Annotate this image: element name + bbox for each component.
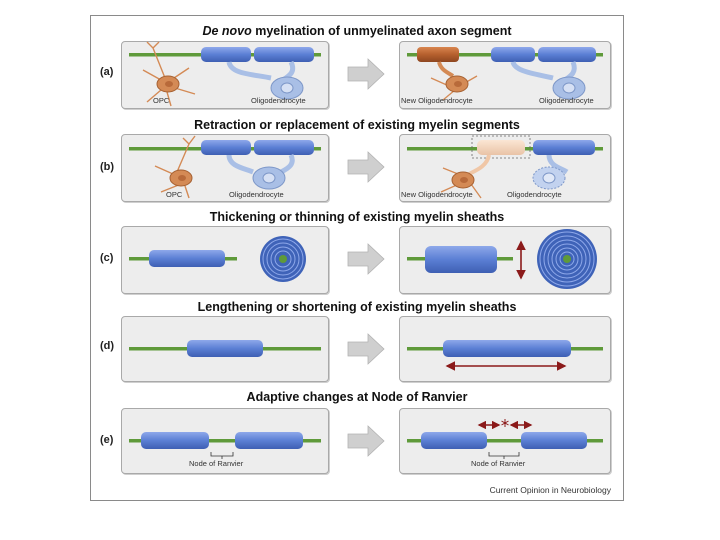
panel-d-before-drawing [129, 340, 321, 357]
myelin-sheath [201, 140, 251, 155]
myelin-sheath [538, 47, 596, 62]
panel-a-before-drawing [129, 41, 321, 107]
node-bracket [488, 452, 520, 459]
myelin-sheath [533, 140, 595, 155]
oligodendrocyte-label: Oligodendrocyte [539, 96, 594, 105]
panel-b-title: Retraction or replacement of existing my… [194, 118, 520, 132]
panel-d-after-drawing [407, 340, 603, 371]
panel-c-after-drawing [407, 229, 597, 289]
panel-c-label: (c) [100, 252, 114, 264]
panel-a-title: De novo myelination of unmyelinated axon… [202, 24, 512, 38]
panel-e-after-drawing [407, 419, 603, 459]
panel-a-label: (a) [100, 66, 114, 78]
journal-credit: Current Opinion in Neurobiology [489, 485, 611, 495]
panel-d-label: (d) [100, 340, 115, 352]
axon [129, 439, 321, 443]
myelin-cross-section [260, 236, 306, 282]
opc-label: OPC [153, 96, 170, 105]
myelin-sheath [254, 47, 314, 62]
panel-e-before-drawing [129, 432, 321, 459]
panel-e-transition-arrow [347, 425, 385, 457]
oligodendrocyte-label: Oligodendrocyte [507, 190, 562, 199]
oligodendrocyte-label: Oligodendrocyte [229, 190, 284, 199]
lengthened-myelin-sheath [443, 340, 571, 357]
myelin-sheath [141, 432, 209, 449]
node-bracket [210, 452, 234, 459]
panel-c-before-drawing [129, 236, 306, 282]
panel-c-transition-arrow [347, 243, 385, 275]
panel-b-transition-arrow [347, 151, 385, 183]
myelin-sheath [235, 432, 303, 449]
retracting-myelin-sheath [477, 140, 525, 155]
node-of-ranvier-label: Node of Ranvier [471, 459, 526, 468]
myelin-sheath [521, 432, 587, 449]
panel-e-label: (e) [100, 434, 114, 446]
panel-a-transition-arrow [347, 58, 385, 90]
panel-d-title: Lengthening or shortening of existing my… [197, 300, 517, 314]
panel-d-transition-arrow [347, 333, 385, 365]
figure: De novo myelination of unmyelinated axon… [90, 15, 624, 501]
myelin-sheath [254, 140, 314, 155]
panel-a-after-drawing [407, 47, 603, 101]
new-oligodendrocyte-label: New Oligodendrocyte [401, 96, 473, 105]
node-asterisk [501, 419, 509, 427]
myelin-cross-section-thick [537, 229, 597, 289]
myelin-sheath [187, 340, 263, 357]
diagram-drawing [129, 41, 603, 459]
myelin-sheath [421, 432, 487, 449]
new-oligodendrocyte-label: New Oligodendrocyte [401, 190, 473, 199]
panel-c-title: Thickening or thinning of existing myeli… [209, 210, 505, 224]
thickened-myelin-sheath [425, 246, 497, 273]
new-myelin-sheath [417, 47, 459, 62]
node-of-ranvier-label: Node of Ranvier [189, 459, 244, 468]
myelin-sheath [149, 250, 225, 267]
panel-e-title: Adaptive changes at Node of Ranvier [246, 390, 468, 404]
oligodendrocyte-label: Oligodendrocyte [251, 96, 306, 105]
myelin-sheath [201, 47, 251, 62]
panel-b-before-drawing [129, 135, 321, 199]
myelin-sheath [491, 47, 535, 62]
panel-b-label: (b) [100, 161, 115, 173]
axon [407, 439, 603, 443]
panel-b-after-drawing [407, 135, 603, 199]
opc-label: OPC [166, 190, 183, 199]
